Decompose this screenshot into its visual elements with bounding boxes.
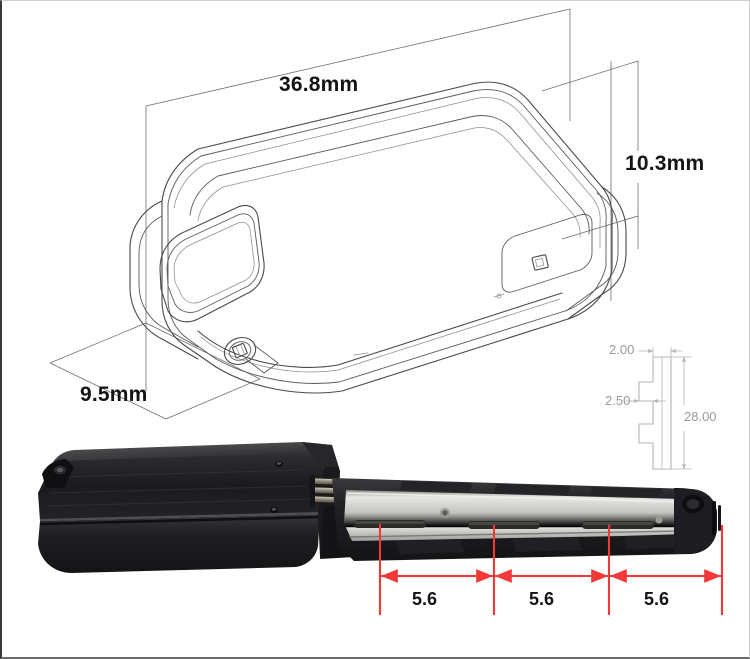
mounting-screw xyxy=(42,459,74,488)
battery-top-panel xyxy=(189,115,590,238)
battery-nose-contour xyxy=(129,200,199,360)
red-witness-lines xyxy=(378,524,724,615)
red-dimension-label-3: 5.6 xyxy=(644,589,670,609)
battery-rail-housing xyxy=(332,478,721,561)
cross-section-label-mid-width: 2.50 xyxy=(605,393,631,408)
dimension-label-width: 9.5mm xyxy=(80,383,148,406)
cross-section-label-overall-height: 28.00 xyxy=(684,409,717,424)
battery-body-outline xyxy=(161,81,613,394)
dimension-2-00 xyxy=(639,347,682,357)
rail-slot xyxy=(582,521,654,529)
cross-section-label-top-width: 2.00 xyxy=(609,342,635,357)
lower-edge-detail xyxy=(353,293,505,356)
red-dimension-label-1: 5.6 xyxy=(412,589,438,609)
dimension-label-height: 10.3mm xyxy=(625,152,705,175)
lock-barrel xyxy=(674,488,721,554)
rail-slot xyxy=(468,521,540,529)
red-dimension-label-2: 5.6 xyxy=(529,589,555,609)
dimension-label-length: 36.8mm xyxy=(279,73,359,96)
indicator-panel-icon xyxy=(501,213,593,293)
dimension-line-width xyxy=(49,322,261,420)
housing-ribs xyxy=(400,481,662,497)
battery-housing-left xyxy=(38,442,324,573)
dimension-line-length xyxy=(145,8,571,391)
charge-port-icon xyxy=(223,336,279,374)
dimension-28-00 xyxy=(671,356,692,470)
nose-window xyxy=(159,204,265,323)
rail-slot xyxy=(354,520,426,528)
battery-tail xyxy=(565,186,627,320)
rail-profile-outline xyxy=(638,356,672,470)
housing-ribs-lower xyxy=(396,534,688,554)
